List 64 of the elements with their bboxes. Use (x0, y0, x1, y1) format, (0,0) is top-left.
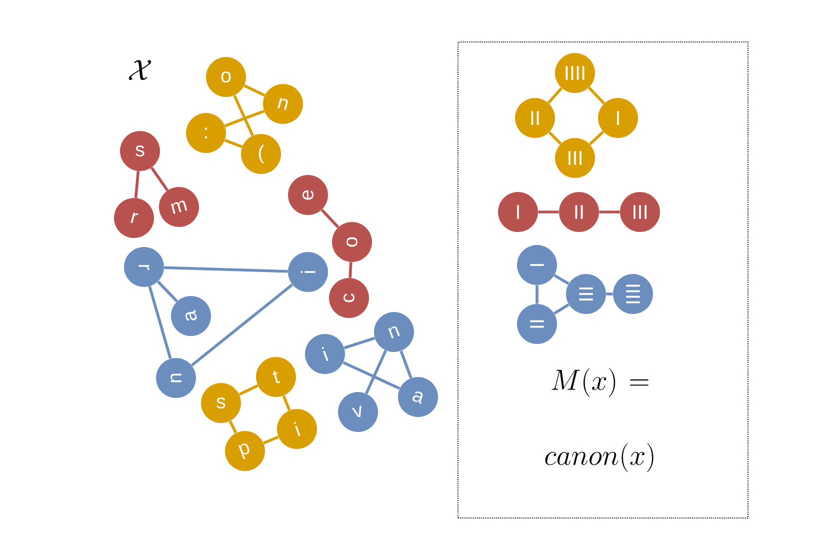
graph-vertex: ( (241, 134, 281, 174)
graph-vertex: a (398, 377, 438, 417)
edge-line (134, 171, 140, 198)
graph-vertex: m (159, 187, 199, 227)
edge-line (548, 131, 562, 145)
graph-vertex: o (206, 57, 246, 97)
edge-line (538, 210, 559, 214)
edge-line (228, 420, 238, 434)
edge-line (238, 384, 258, 396)
graph-vertex: c (329, 278, 369, 318)
graph-vertex: r (114, 198, 154, 238)
edge-line (344, 336, 376, 350)
edge-line (224, 138, 243, 148)
graph-vertex: i (277, 409, 317, 449)
set-symbol: $\mathcal{X}$ (128, 60, 151, 80)
graph-vertex: i (288, 252, 328, 292)
edge-line (342, 361, 400, 390)
edge-line (588, 86, 606, 104)
edge-line (150, 166, 169, 192)
edge-line (224, 110, 265, 128)
edge-line (190, 284, 294, 366)
graph-vertex: IIII (613, 274, 653, 314)
edge-line (244, 84, 266, 97)
graph-vertex: II (517, 304, 557, 344)
graph-vertex: : (186, 113, 226, 153)
edge-line (164, 266, 288, 273)
edge-line (554, 303, 570, 315)
edge-line (348, 262, 352, 278)
edge-line (148, 286, 172, 359)
graph-vertex: s (120, 131, 160, 171)
edge-line (599, 210, 620, 214)
edge-line (606, 292, 613, 296)
graph-vertex: II (515, 98, 555, 138)
edge-line (588, 130, 604, 146)
graph-vertex: i (305, 334, 345, 374)
graph-vertex: u (263, 84, 303, 124)
edge-line (233, 94, 254, 136)
graph-vertex: n (374, 312, 414, 352)
graph-vertex: III (555, 138, 595, 178)
graph-vertex: III (620, 192, 660, 232)
graph-vertex: I (598, 98, 638, 138)
graph-vertex: r (124, 247, 164, 287)
edge-line (365, 350, 387, 394)
graph-vertex: n (156, 358, 196, 398)
graph-vertex: II (559, 192, 599, 232)
edge-line (547, 87, 563, 104)
graph-vertex: I (498, 192, 538, 232)
edge-line (320, 208, 340, 228)
edge-line (156, 280, 178, 302)
graph-vertex: t (256, 357, 296, 397)
graph-vertex: a (171, 296, 211, 336)
graph-vertex: s (201, 383, 241, 423)
graph-vertex: e (288, 175, 328, 215)
graph-vertex: IIII (555, 53, 595, 93)
graph-vertex: v (338, 392, 378, 432)
graph-vertex: III (566, 274, 606, 314)
graph-vertex: I (517, 245, 557, 285)
graph-vertex: p (225, 431, 265, 471)
edge-line (554, 274, 570, 285)
edge-line (400, 350, 412, 379)
edge-line (282, 395, 291, 411)
graph-vertex: o (332, 222, 372, 262)
edge-line (536, 285, 538, 304)
edge-line (263, 436, 279, 444)
